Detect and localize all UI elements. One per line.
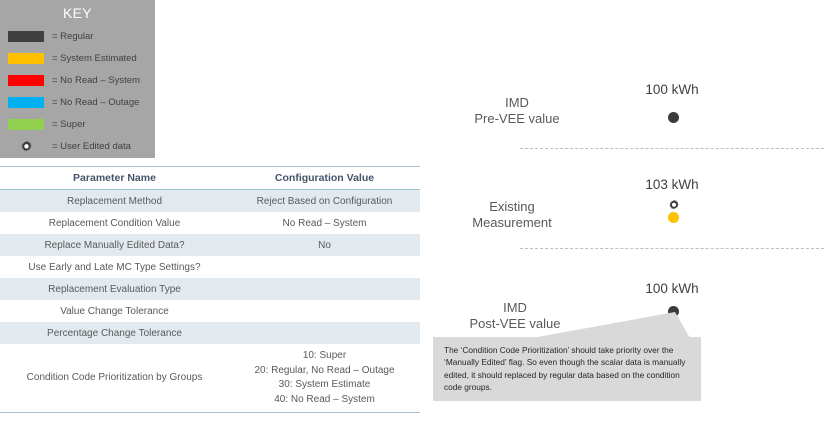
cell-configuration-value: No Read – System xyxy=(229,212,420,234)
stage-label-post-vee: IMD Post-VEE value xyxy=(469,300,561,332)
key-legend-panel: KEY = Regular = System Estimated = No Re… xyxy=(0,0,155,158)
key-label-system-estimated: = System Estimated xyxy=(52,52,137,64)
user-edited-gear-icon xyxy=(669,199,679,210)
key-item-system-estimated: = System Estimated xyxy=(0,47,155,69)
swatch-wrap xyxy=(0,118,52,130)
table-row: Value Change Tolerance xyxy=(0,300,420,322)
color-swatch-regular xyxy=(8,30,44,42)
swatch-wrap xyxy=(0,74,52,86)
cell-configuration-value xyxy=(229,256,420,278)
table-row: Replace Manually Edited Data? No xyxy=(0,234,420,256)
cell-parameter-name: Percentage Change Tolerance xyxy=(0,322,229,344)
column-header-parameter-name: Parameter Name xyxy=(0,166,229,190)
key-item-no-read-system: = No Read – System xyxy=(0,69,155,91)
data-point-post-vee xyxy=(668,306,679,317)
key-item-no-read-outage: = No Read – Outage xyxy=(0,91,155,113)
table-header-row: Parameter Name Configuration Value xyxy=(0,166,420,190)
color-swatch-no-read-system xyxy=(8,74,44,86)
key-label-regular: = Regular xyxy=(52,30,94,42)
swatch-wrap xyxy=(0,52,52,64)
cell-parameter-name: Replacement Condition Value xyxy=(0,212,229,234)
cell-configuration-value xyxy=(229,278,420,300)
cell-configuration-value: No xyxy=(229,234,420,256)
cell-parameter-name: Condition Code Prioritization by Groups xyxy=(0,344,229,413)
cell-configuration-value: 10: Super 20: Regular, No Read – Outage … xyxy=(229,344,420,413)
stage-label-pre-vee: IMD Pre-VEE value xyxy=(474,95,560,127)
table-row: Replacement Evaluation Type xyxy=(0,278,420,300)
data-point-pre-vee xyxy=(668,112,679,123)
cell-parameter-name: Replacement Evaluation Type xyxy=(0,278,229,300)
cell-configuration-value xyxy=(229,300,420,322)
color-swatch-super xyxy=(8,118,44,130)
vee-flow-diagram: IMD Pre-VEE value 100 kWh Existing Measu… xyxy=(420,0,824,423)
key-title: KEY xyxy=(63,5,92,21)
color-swatch-system-estimated xyxy=(8,52,44,64)
cell-parameter-name: Replacement Method xyxy=(0,189,229,212)
value-label-existing-measurement: 103 kWh xyxy=(645,177,699,192)
table-row: Percentage Change Tolerance xyxy=(0,322,420,344)
color-swatch-no-read-outage xyxy=(8,96,44,108)
annotation-callout: The ‘Condition Code Prioritization’ shou… xyxy=(433,337,701,401)
key-label-super: = Super xyxy=(52,118,86,130)
value-label-pre-vee: 100 kWh xyxy=(645,82,699,97)
stage-label-existing-measurement: Existing Measurement xyxy=(472,199,552,231)
cell-configuration-value: Reject Based on Configuration xyxy=(229,189,420,212)
gear-icon xyxy=(21,140,31,151)
section-divider-2 xyxy=(520,248,824,249)
key-label-no-read-system: = No Read – System xyxy=(52,74,140,86)
configuration-table: Parameter Name Configuration Value Repla… xyxy=(0,166,420,413)
key-item-user-edited: = User Edited data xyxy=(0,135,155,157)
cell-parameter-name: Use Early and Late MC Type Settings? xyxy=(0,256,229,278)
cell-parameter-name: Replace Manually Edited Data? xyxy=(0,234,229,256)
key-label-no-read-outage: = No Read – Outage xyxy=(52,96,140,108)
data-point-existing-measurement xyxy=(668,212,679,223)
table-row: Replacement Condition Value No Read – Sy… xyxy=(0,212,420,234)
value-label-post-vee: 100 kWh xyxy=(645,281,699,296)
column-header-configuration-value: Configuration Value xyxy=(229,166,420,190)
key-item-regular: = Regular xyxy=(0,25,155,47)
annotation-callout-text: The ‘Condition Code Prioritization’ shou… xyxy=(444,345,686,393)
cell-parameter-name: Value Change Tolerance xyxy=(0,300,229,322)
key-label-user-edited: = User Edited data xyxy=(52,140,131,152)
swatch-wrap xyxy=(0,30,52,42)
swatch-wrap xyxy=(0,96,52,108)
swatch-wrap xyxy=(0,140,52,153)
cell-configuration-value xyxy=(229,322,420,344)
section-divider-1 xyxy=(520,148,824,149)
callout-pointer xyxy=(532,312,690,338)
table-row: Condition Code Prioritization by Groups … xyxy=(0,344,420,413)
table-row: Use Early and Late MC Type Settings? xyxy=(0,256,420,278)
table-row: Replacement Method Reject Based on Confi… xyxy=(0,189,420,212)
key-item-super: = Super xyxy=(0,113,155,135)
